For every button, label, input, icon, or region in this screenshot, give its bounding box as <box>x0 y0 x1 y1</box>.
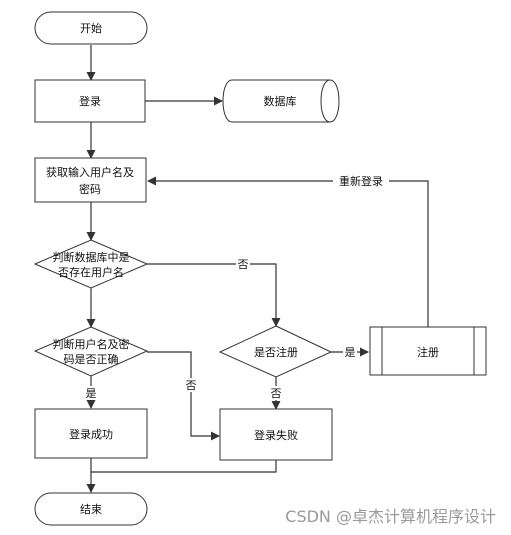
node-check-password: 判断用户名及密 码是否正确 <box>33 326 149 377</box>
edge-labels: 重新登录 否 否 否 是 是 <box>84 174 389 400</box>
check-user-label-line1: 判断数据库中是 <box>53 250 130 264</box>
edges <box>86 45 429 493</box>
end-label: 结束 <box>80 503 102 516</box>
wrong-password-label-bg <box>184 378 198 392</box>
node-login-fail: 登录失败 <box>219 408 333 461</box>
no-user-label: 否 <box>238 258 249 271</box>
node-login-success: 登录成功 <box>34 408 148 459</box>
terminator-shape <box>34 492 148 526</box>
edge-wrong-password-to-fail <box>147 351 220 441</box>
node-register: 注册 <box>369 326 487 376</box>
edge-no-user-to-register-prompt <box>147 263 281 327</box>
node-end: 结束 <box>34 492 148 526</box>
edge-fail-to-end <box>91 460 277 473</box>
no-register-label-bg <box>269 386 283 400</box>
get-credentials-label-line2: 密码 <box>79 182 101 196</box>
check-user-label-line2: 否存在用户名 <box>58 265 124 279</box>
start-label: 开始 <box>80 21 102 35</box>
database-shape-curve <box>320 79 331 123</box>
decision-shape <box>33 326 149 377</box>
register-label: 注册 <box>417 345 439 359</box>
yes-register-label-bg <box>343 345 357 359</box>
relogin-label: 重新登录 <box>339 174 383 188</box>
node-get-credentials: 获取输入用户名及 密码 <box>34 157 147 203</box>
node-start: 开始 <box>34 11 148 45</box>
watermark: CSDN @卓杰计算机程序设计 <box>285 507 496 526</box>
node-login: 登录 <box>34 79 146 123</box>
password-ok-label-bg <box>84 386 98 400</box>
decision-shape <box>33 239 149 289</box>
node-register-prompt: 是否注册 <box>218 325 333 378</box>
password-ok-label: 是 <box>86 387 97 400</box>
node-database: 数据库 <box>222 79 340 123</box>
node-check-user-exists: 判断数据库中是 否存在用户名 <box>33 239 149 289</box>
process-shape <box>34 157 147 203</box>
get-credentials-label-line1: 获取输入用户名及 <box>46 165 134 179</box>
check-password-label-line2: 码是否正确 <box>64 353 119 366</box>
decision-shape <box>218 325 333 378</box>
register-prompt-label: 是否注册 <box>254 345 298 359</box>
no-user-label-bg <box>236 257 250 271</box>
process-shape <box>219 408 333 461</box>
edge-relogin <box>147 176 429 327</box>
login-fail-label: 登录失败 <box>254 428 298 442</box>
terminator-shape <box>34 11 148 45</box>
login-success-label: 登录成功 <box>69 427 113 441</box>
login-label: 登录 <box>79 94 101 108</box>
no-register-label: 否 <box>271 387 282 400</box>
check-password-label-line1: 判断用户名及密 <box>53 337 130 351</box>
wrong-password-label: 否 <box>186 379 197 392</box>
process-shape <box>34 408 148 459</box>
database-label: 数据库 <box>264 94 297 108</box>
yes-register-label: 是 <box>345 346 356 359</box>
process-shape <box>34 79 146 123</box>
predefined-process-shape <box>369 326 487 376</box>
relogin-label-bg <box>333 174 389 188</box>
